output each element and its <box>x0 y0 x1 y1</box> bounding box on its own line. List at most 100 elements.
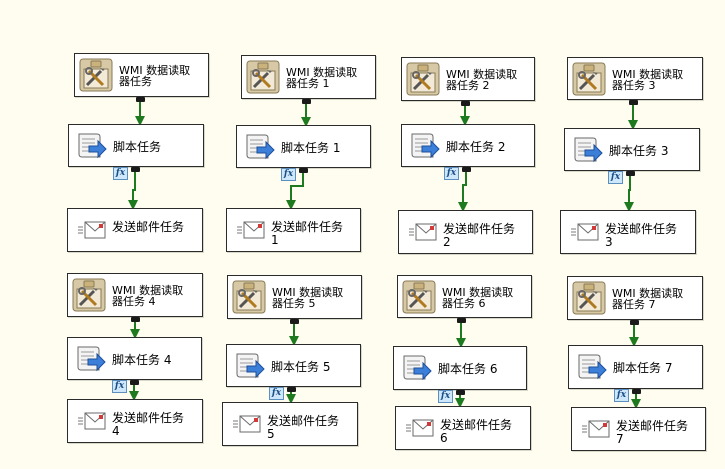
connector-anchor <box>626 171 635 176</box>
connector-anchor <box>457 318 466 323</box>
wmi-task[interactable]: WMI 数据读取器任务 4 <box>67 273 203 317</box>
script-scroll-icon <box>231 349 265 383</box>
script-scroll-icon <box>406 129 440 163</box>
precedence-arrow[interactable] <box>624 171 634 212</box>
wmi-task[interactable]: WMI 数据读取器任务 6 <box>397 275 532 318</box>
script-task[interactable]: 脚本任务 5 <box>226 344 361 387</box>
expression-icon[interactable]: fx <box>444 167 459 180</box>
script-scroll-icon <box>73 129 107 163</box>
wmi-tools-icon <box>406 62 440 96</box>
wmi-task[interactable]: WMI 数据读取器任务 2 <box>401 57 535 101</box>
precedence-arrow[interactable] <box>458 167 468 212</box>
wmi-tools-icon <box>572 62 606 96</box>
task-label: WMI 数据读取器任务 1 <box>286 67 371 89</box>
task-label-line2: 器任务 1 <box>286 77 330 90</box>
task-label-line2: 5 <box>267 427 275 441</box>
task-label-line2: 1 <box>271 233 279 247</box>
mail-envelope-icon <box>78 410 106 432</box>
task-label-line1: 脚本任务 6 <box>438 362 498 376</box>
connector-anchor <box>632 389 641 394</box>
task-label-line2: 2 <box>443 235 451 249</box>
task-label-line1: 脚本任务 3 <box>609 144 669 158</box>
task-label-line2: 器任务 3 <box>612 79 656 92</box>
script-task[interactable]: 脚本任务 7 <box>568 345 703 389</box>
task-label-line2: 器任务 6 <box>442 297 486 310</box>
task-label-line1: 发送邮件任务 <box>443 222 516 236</box>
script-scroll-icon <box>398 351 432 385</box>
task-label-line1: WMI 数据读取 <box>612 287 684 300</box>
wmi-task[interactable]: WMI 数据读取器任务 5 <box>227 275 362 319</box>
script-task[interactable]: 脚本任务 1 <box>236 125 371 168</box>
connector-anchor <box>302 99 311 104</box>
connector-anchor <box>629 100 638 105</box>
wmi-task[interactable]: WMI 数据读取器任务 7 <box>567 276 703 320</box>
script-task[interactable]: 脚本任务 3 <box>564 128 700 171</box>
mail-envelope-icon <box>406 417 434 439</box>
expression-icon[interactable]: fx <box>438 390 453 403</box>
task-label: 脚本任务 3 <box>609 145 695 158</box>
connector-anchor <box>461 101 470 106</box>
task-label: WMI 数据读取器任务 2 <box>446 69 530 91</box>
expression-icon[interactable]: fx <box>614 389 629 402</box>
connector-anchor <box>462 167 471 172</box>
script-scroll-icon <box>569 133 603 167</box>
connector-anchor <box>287 387 296 392</box>
task-label-line2: 器任务 <box>119 75 152 88</box>
script-task[interactable]: 脚本任务 4 <box>67 337 202 380</box>
precedence-arrow[interactable] <box>128 167 138 210</box>
connector-anchor <box>290 319 299 324</box>
task-label-line1: 脚本任务 2 <box>446 140 506 154</box>
task-label-line1: WMI 数据读取 <box>446 68 518 81</box>
task-label-line1: 发送邮件任务 <box>271 220 344 234</box>
precedence-arrow[interactable] <box>286 168 304 210</box>
connector-anchor <box>136 97 145 102</box>
task-label-line1: WMI 数据读取 <box>272 286 344 299</box>
expression-icon[interactable]: fx <box>281 168 296 181</box>
mail-envelope-icon <box>233 413 261 435</box>
connector-anchor <box>131 167 140 172</box>
task-label-line1: WMI 数据读取 <box>612 68 684 81</box>
mail-task[interactable]: 发送邮件任务 <box>67 208 203 252</box>
expression-icon[interactable]: fx <box>112 380 127 393</box>
task-label-line1: WMI 数据读取 <box>286 66 358 79</box>
task-label-line2: 4 <box>112 424 120 438</box>
script-task[interactable]: 脚本任务 6 <box>393 346 527 390</box>
task-label: 脚本任务 1 <box>281 142 366 155</box>
wmi-task[interactable]: WMI 数据读取器任务 1 <box>241 55 376 99</box>
task-label: 脚本任务 6 <box>438 363 522 376</box>
script-task[interactable]: 脚本任务 <box>68 124 204 167</box>
wmi-task[interactable]: WMI 数据读取器任务 <box>74 53 209 97</box>
task-label: 脚本任务 5 <box>271 361 356 374</box>
expression-icon[interactable]: fx <box>269 387 284 400</box>
task-label-line2: 6 <box>440 431 448 445</box>
task-label-line1: 脚本任务 5 <box>271 360 331 374</box>
connector-anchor <box>131 317 140 322</box>
task-label-line1: 发送邮件任务 <box>267 414 340 428</box>
script-task[interactable]: 脚本任务 2 <box>401 124 535 167</box>
wmi-tools-icon <box>79 58 113 92</box>
expression-icon[interactable]: fx <box>608 171 623 184</box>
task-label: WMI 数据读取器任务 7 <box>612 288 698 310</box>
connector-anchor <box>130 380 139 385</box>
task-label-line1: 发送邮件任务 <box>605 222 678 236</box>
script-scroll-icon <box>573 350 607 384</box>
connector-anchor <box>299 168 308 173</box>
connector-anchor <box>630 320 639 325</box>
wmi-task[interactable]: WMI 数据读取器任务 3 <box>567 57 703 100</box>
task-label-line1: 脚本任务 <box>113 140 162 154</box>
expression-icon[interactable]: fx <box>113 167 128 180</box>
task-label-line1: 脚本任务 1 <box>281 141 341 155</box>
